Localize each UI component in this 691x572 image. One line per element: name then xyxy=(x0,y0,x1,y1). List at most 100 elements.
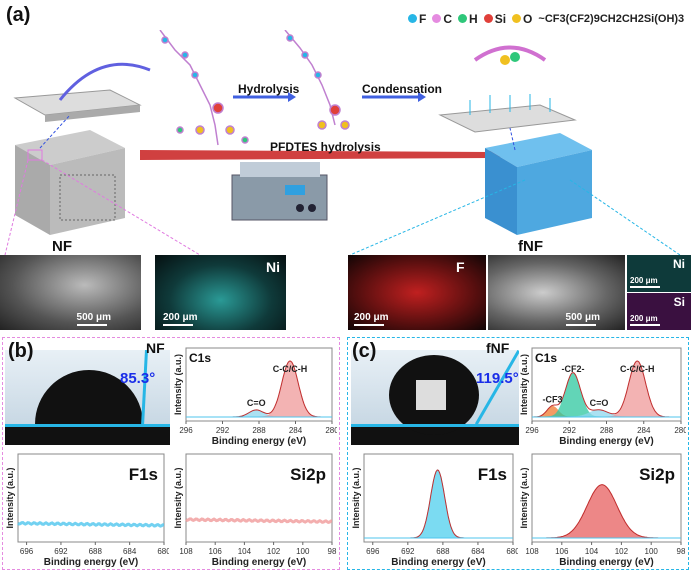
peak-annotation: C=O xyxy=(590,398,609,408)
peak-annotation: C-C/C-H xyxy=(273,364,308,374)
fnf-plate xyxy=(438,104,577,133)
x-tick-label: 288 xyxy=(252,426,266,435)
x-tick-label: 104 xyxy=(585,547,599,556)
nf-plate-side xyxy=(45,105,140,122)
peak-annotation: C-C/C-H xyxy=(620,364,655,374)
nf-contact-angle-image xyxy=(5,350,170,445)
legend-si: Si xyxy=(483,12,506,26)
x-tick-label: 296 xyxy=(179,426,193,435)
hydrolysis-label: Hydrolysis xyxy=(238,82,300,96)
x-tick-label: 108 xyxy=(179,547,193,556)
x-tick-label: 106 xyxy=(209,547,223,556)
nf-contact-angle: 85.3° xyxy=(120,370,156,387)
x-tick-label: 100 xyxy=(296,547,310,556)
panel-c-frame xyxy=(347,337,689,570)
peak-annotation: C=O xyxy=(247,398,266,408)
spectrum-line xyxy=(17,521,165,528)
x-tick-label: 688 xyxy=(436,547,450,556)
x-tick-label: 288 xyxy=(600,426,614,435)
x-tick-label: 102 xyxy=(615,547,629,556)
process-label: PFDTES hydrolysis xyxy=(270,140,381,154)
nf-label: NF xyxy=(52,238,72,255)
x-axis-label: Binding energy (eV) xyxy=(559,557,653,568)
nf-foam-cube xyxy=(15,130,125,235)
x-tick-label: 292 xyxy=(216,426,230,435)
nf-sample-label: NF xyxy=(146,340,165,356)
y-axis-label: Intensity (a.u.) xyxy=(351,467,361,528)
hydrolyzed-molecule xyxy=(284,30,350,130)
fnf-contact-angle: 119.5° xyxy=(476,370,519,387)
x-tick-label: 98 xyxy=(677,547,686,556)
x-tick-label: 100 xyxy=(645,547,659,556)
y-axis-label: Intensity (a.u.) xyxy=(173,467,183,528)
x-tick-label: 688 xyxy=(89,547,103,556)
x-axis-label: Binding energy (eV) xyxy=(212,436,306,447)
x-tick-label: 106 xyxy=(555,547,569,556)
x-tick-label: 296 xyxy=(525,426,539,435)
x-tick-label: 284 xyxy=(289,426,303,435)
x-axis-label: Binding energy (eV) xyxy=(559,436,653,447)
curved-arrow-icon xyxy=(58,62,151,101)
x-tick-label: 696 xyxy=(20,547,34,556)
fnf-f-map: F 200 μm xyxy=(348,255,486,330)
x-axis-label: Binding energy (eV) xyxy=(44,557,138,568)
panel-c-label: (c) xyxy=(352,340,377,362)
x-tick-label: 692 xyxy=(401,547,415,556)
x-axis-label: Binding energy (eV) xyxy=(391,557,485,568)
pfdtes-molecule xyxy=(159,30,249,146)
process-arrow xyxy=(140,148,505,162)
x-tick-label: 280 xyxy=(325,426,337,435)
x-tick-label: 280 xyxy=(674,426,686,435)
spectrum-title: F1s xyxy=(129,465,158,484)
fnf-foam-cube xyxy=(485,133,592,235)
atom-legend: F C H Si O ~CF3(CF2)9CH2CH2Si(OH)3 xyxy=(408,12,684,26)
legend-c: C xyxy=(432,12,452,26)
y-axis-label: Intensity (a.u.) xyxy=(173,354,183,415)
x-tick-label: 684 xyxy=(123,547,137,556)
peak-annotation: -CF2- xyxy=(561,364,584,374)
spectrum-title: C1s xyxy=(189,351,211,365)
ultrasonic-bath-icon xyxy=(231,162,328,221)
x-tick-label: 108 xyxy=(525,547,539,556)
fnf-si-map: Si 200 μm xyxy=(627,293,691,330)
x-tick-label: 680 xyxy=(506,547,518,556)
y-axis-label: Intensity (a.u.) xyxy=(5,467,15,528)
legend-h: H xyxy=(458,12,478,26)
plot-frame xyxy=(185,453,333,543)
x-axis-label: Binding energy (eV) xyxy=(212,557,306,568)
x-tick-label: 102 xyxy=(267,547,281,556)
spectrum-title: C1s xyxy=(535,351,557,365)
envelope-line xyxy=(532,360,681,418)
x-tick-label: 98 xyxy=(328,547,337,556)
x-tick-label: 292 xyxy=(563,426,577,435)
legend-formula: ~CF3(CF2)9CH2CH2Si(OH)3 xyxy=(538,13,685,25)
x-tick-label: 284 xyxy=(637,426,651,435)
panel-a-label: (a) xyxy=(6,4,31,26)
fnf-sem-image: 500 μm xyxy=(488,255,625,330)
plot-frame xyxy=(17,453,165,543)
x-tick-label: 684 xyxy=(471,547,485,556)
legend-o: O xyxy=(512,12,532,26)
fnf-label: fNF xyxy=(518,238,543,255)
x-tick-label: 680 xyxy=(157,547,169,556)
spectrum-title: F1s xyxy=(478,465,507,484)
x-tick-label: 104 xyxy=(238,547,252,556)
spectrum-line xyxy=(185,517,333,525)
spectrum-title: Si2p xyxy=(290,465,326,484)
schematic xyxy=(4,30,681,255)
legend-f: F xyxy=(408,12,426,26)
spectrum-title: Si2p xyxy=(639,465,675,484)
nf-ni-map: Ni 200 μm xyxy=(155,255,286,330)
x-tick-label: 696 xyxy=(366,547,380,556)
fnf-sample-label: fNF xyxy=(486,340,510,356)
plot-frame xyxy=(185,347,333,422)
x-tick-label: 692 xyxy=(54,547,68,556)
panel-b-label: (b) xyxy=(8,340,34,362)
